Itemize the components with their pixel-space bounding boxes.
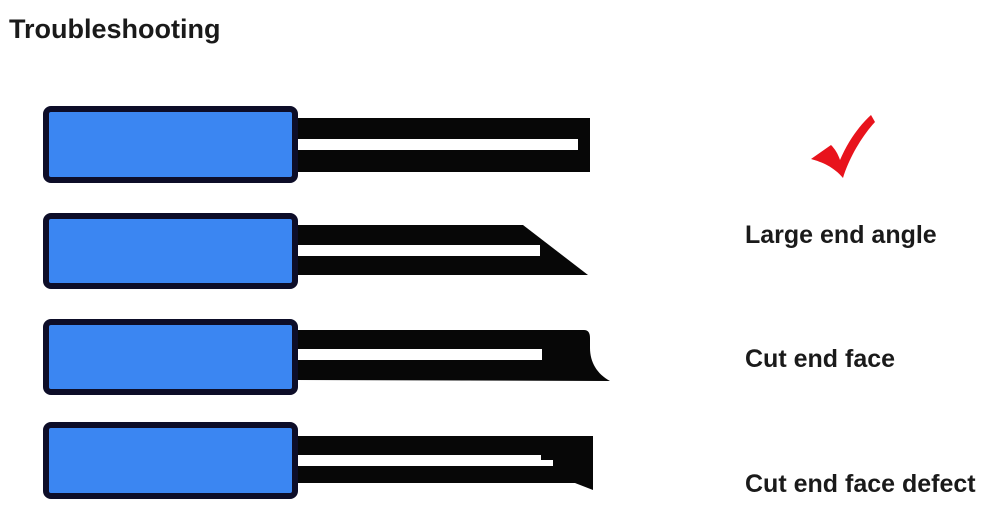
checkmark-icon (811, 115, 875, 178)
connector-body (43, 422, 298, 499)
label-cut-end-face: Cut end face (745, 345, 896, 373)
row-cut-end-face-graphic (43, 319, 610, 395)
page-title: Troubleshooting (9, 14, 221, 44)
connector-body (43, 319, 298, 395)
fiber-core-stripe (294, 455, 553, 466)
row-good-cleave-graphic (43, 106, 590, 183)
label-cut-end-face-defect: Cut end face defect (745, 470, 976, 498)
fiber-core-stripe (294, 245, 540, 256)
row-cut-end-face-defect-graphic (43, 422, 593, 499)
fiber-core-stripe (294, 139, 578, 150)
connector-body (43, 213, 298, 289)
cleave-diagrams (43, 106, 610, 499)
fiber-core-stripe (294, 349, 542, 360)
connector-body (43, 106, 298, 183)
row-large-end-angle-graphic (43, 213, 588, 289)
label-large-end-angle: Large end angle (745, 221, 937, 249)
